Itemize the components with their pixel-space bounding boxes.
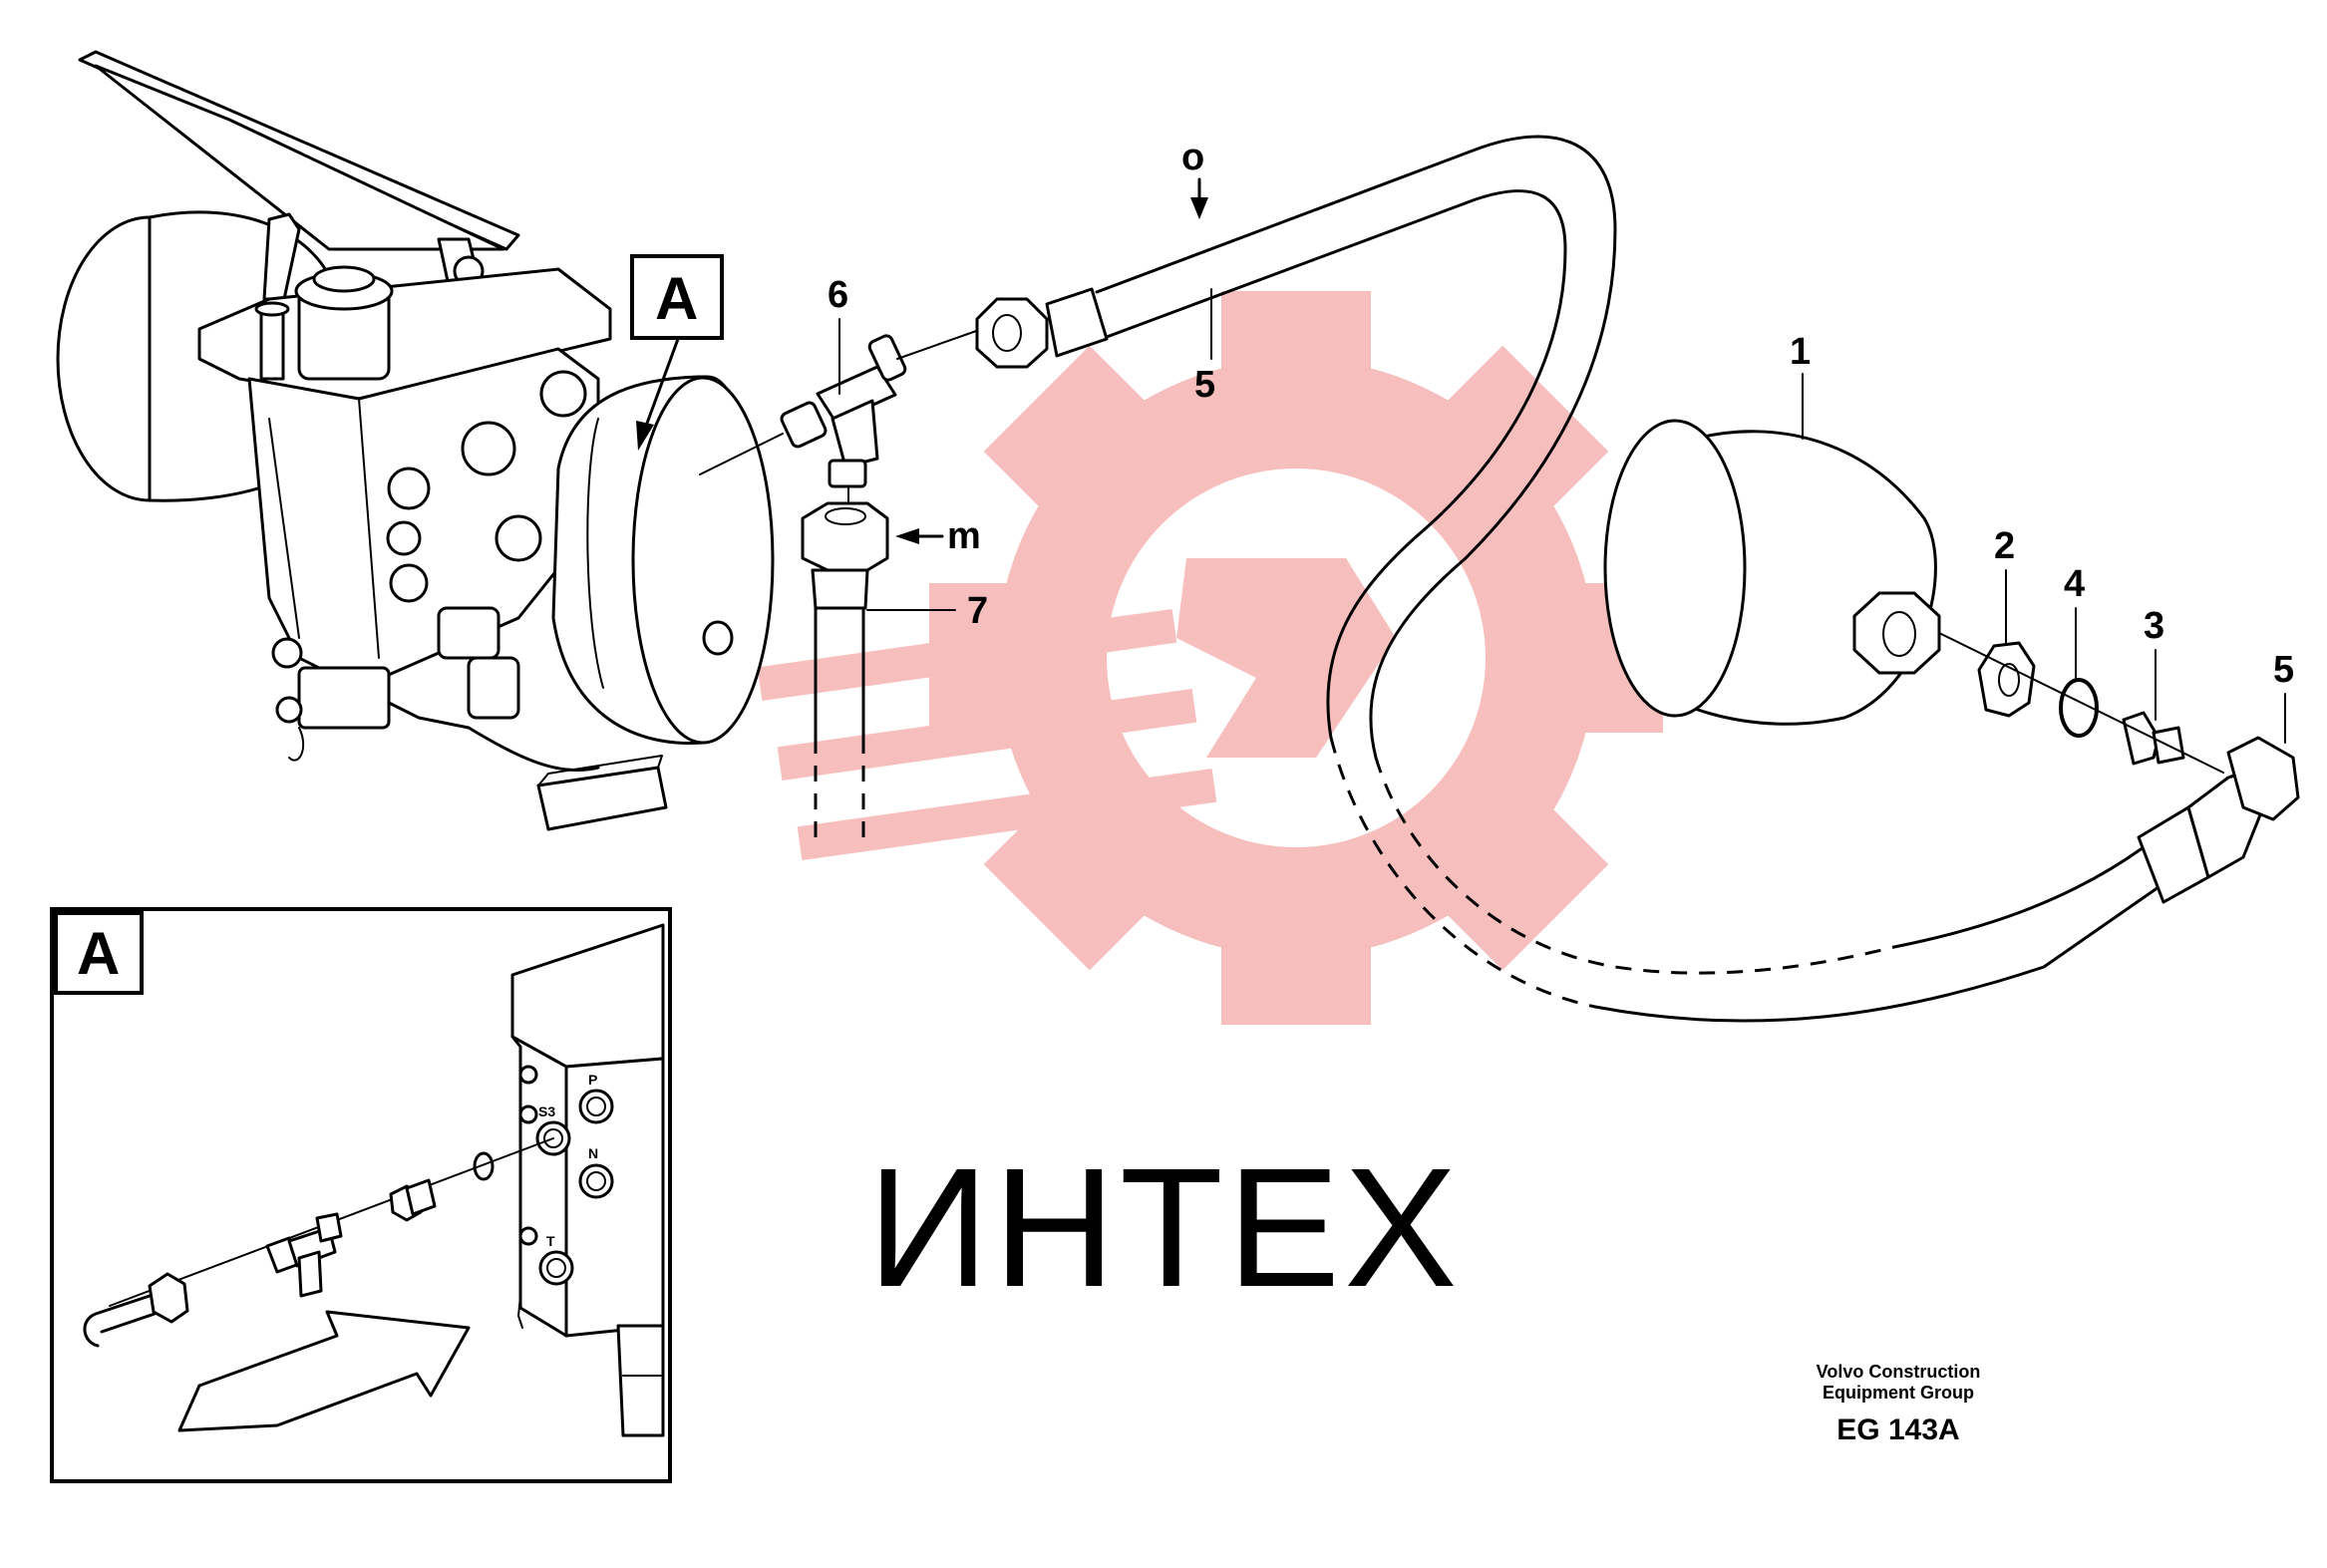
detail-view-a-label: A [77,920,120,987]
port-label-t: T [546,1233,555,1249]
nut-2 [1977,641,2036,718]
callout-3: 3 [2144,605,2164,647]
detail-view-a: A P S3 N T [50,907,672,1483]
port-label-p: P [588,1072,597,1088]
callout-6: 6 [828,274,848,316]
port-label-s3: S3 [538,1103,555,1119]
detail-o-ring [473,1151,495,1181]
callout-7: 7 [967,590,988,632]
detail-a-marker: A [630,254,724,451]
watermark-text: ИНТЕХ [867,1133,1462,1323]
watermark-gear-logo [757,291,1663,1025]
o-ring-4 [2059,678,2099,738]
brake-valve-assembly [56,50,775,831]
detail-a-marker-label: A [655,265,698,332]
callout-m: m [947,515,981,557]
tee-fitting-6 [780,334,907,488]
callout-4: 4 [2064,563,2085,605]
drawing-code: EG 143A [1836,1413,1960,1446]
view-direction-arrow [177,1310,471,1432]
company-name-line-1: Volvo Construction [1816,1362,1981,1382]
hose-7 [801,501,889,837]
callouts: o 5 6 m 7 1 2 4 3 5 [828,137,2294,744]
callout-5-top: 5 [1194,364,1215,406]
hose-5 [975,135,2300,1023]
accumulator-1 [1603,419,1941,726]
port-label-n: N [588,1145,598,1161]
callout-1: 1 [1790,331,1811,373]
callout-o: o [1181,137,1204,178]
company-name-line-2: Equipment Group [1823,1383,1974,1403]
company-name: Volvo Construction Equipment Group [1799,1362,1998,1404]
callout-2: 2 [1994,525,2015,567]
callout-5-right: 5 [2273,649,2294,691]
